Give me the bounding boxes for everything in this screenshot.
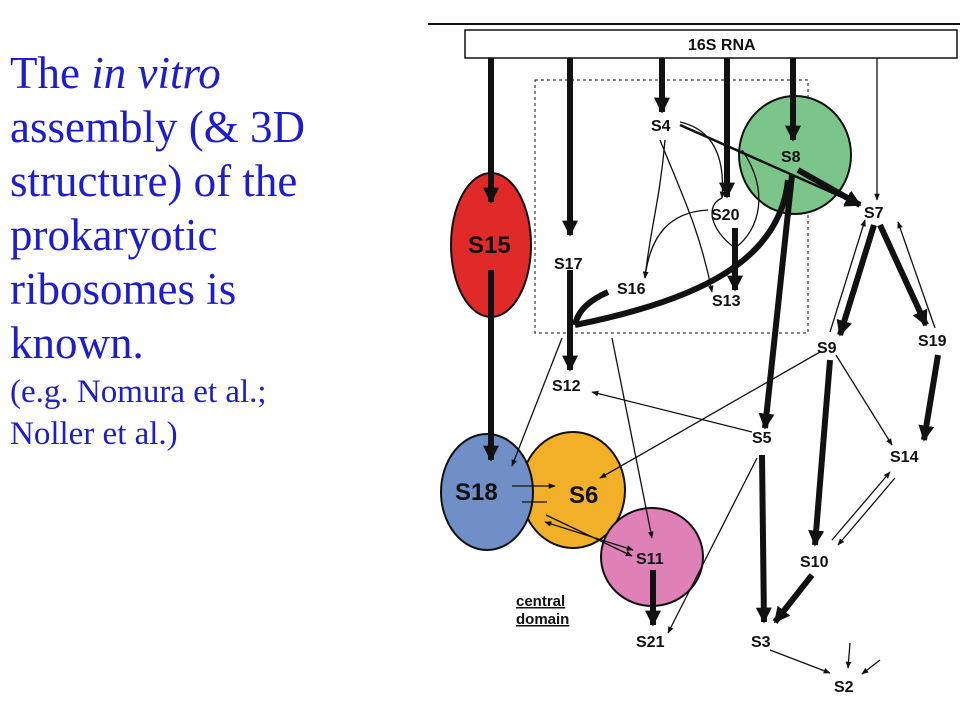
arrow-s4-s20 — [679, 121, 726, 199]
arrow-s9-s10 — [808, 359, 833, 547]
label-s3: S3 — [751, 634, 771, 651]
arrow-s8-s17 — [574, 179, 791, 328]
central-domain-label-1: central — [516, 593, 565, 610]
thick-arrows — [483, 58, 941, 627]
arrow-s7-s9 — [836, 224, 877, 337]
label-s6: S6 — [569, 482, 598, 509]
arrow-s14-s10 — [837, 477, 896, 546]
label-s15: S15 — [468, 232, 511, 259]
label-s5: S5 — [752, 430, 772, 447]
arrow-s19-s7 — [897, 221, 936, 329]
label-s8: S8 — [781, 149, 801, 166]
arrow-s9-s6 — [599, 351, 821, 479]
label-s18: S18 — [455, 479, 498, 506]
label-s9: S9 — [817, 340, 837, 357]
caption-line-7: (e.g. Nomura et al.; — [10, 374, 267, 410]
arrow-s3-s2 — [769, 649, 831, 674]
arrow-s9-s7 — [829, 219, 866, 333]
label-s11: S11 — [636, 551, 664, 568]
thin-arrows — [511, 58, 936, 675]
caption-line-1: The in vitro — [10, 48, 221, 98]
arrow-s8-s5 — [758, 174, 795, 430]
arrow-s5-s21 — [667, 457, 758, 634]
arrow-s4-s13 — [659, 139, 714, 293]
arrow-s17-s11 — [611, 337, 654, 539]
central-domain-label-2: domain — [516, 611, 569, 628]
label-s7: S7 — [864, 205, 884, 222]
label-s14: S14 — [890, 449, 919, 466]
caption-in-vitro: in vitro — [91, 48, 221, 98]
label-s4: S4 — [651, 118, 671, 135]
label-s2: S2 — [834, 679, 854, 696]
label-s19: S19 — [918, 333, 947, 350]
s18-blob — [440, 433, 534, 551]
caption-line-6: known. — [10, 318, 144, 368]
arrow-s10-s3 — [772, 573, 815, 624]
arrow-s7-s19 — [877, 223, 929, 327]
label-s17: S17 — [554, 256, 583, 273]
label-s12: S12 — [552, 378, 581, 395]
arrow-s9-s14 — [835, 354, 893, 446]
caption-line-8: Noller et al.) — [10, 416, 178, 452]
caption-line-4: prokaryotic — [10, 210, 218, 260]
arrow-s6-s11-second — [545, 514, 633, 557]
rna-label: 16S RNA — [688, 37, 756, 54]
arrow-s5-s3 — [755, 454, 772, 624]
caption-line-2: assembly (& 3D — [10, 102, 305, 152]
loop-s8-s20 — [711, 149, 760, 249]
arrow-into-s2-right — [861, 659, 881, 675]
label-s13: S13 — [712, 293, 741, 310]
arrow-s4-s7 — [679, 123, 862, 207]
arrow-s10-s14 — [831, 471, 891, 541]
caption-line-3: structure) of the — [10, 156, 298, 206]
arrow-s20-s16 — [642, 209, 709, 279]
arrow-into-s2-top — [845, 642, 852, 669]
rna-bar — [464, 29, 958, 59]
arrow-s5-s12 — [591, 390, 753, 433]
label-s21: S21 — [636, 634, 665, 651]
label-s16: S16 — [617, 281, 646, 298]
arrow-s19-s14 — [918, 354, 941, 442]
caption-line-5: ribosomes is — [10, 264, 237, 314]
arrow-s16-s17 — [572, 289, 610, 326]
label-s10: S10 — [800, 554, 829, 571]
central-domain-box — [534, 79, 809, 334]
caption-text: The in vitro assembly (& 3D structure) o… — [10, 46, 410, 454]
arrow-s4-s16 — [642, 139, 666, 279]
label-s20: S20 — [711, 207, 740, 224]
arrow-s17-s18 — [511, 337, 563, 467]
